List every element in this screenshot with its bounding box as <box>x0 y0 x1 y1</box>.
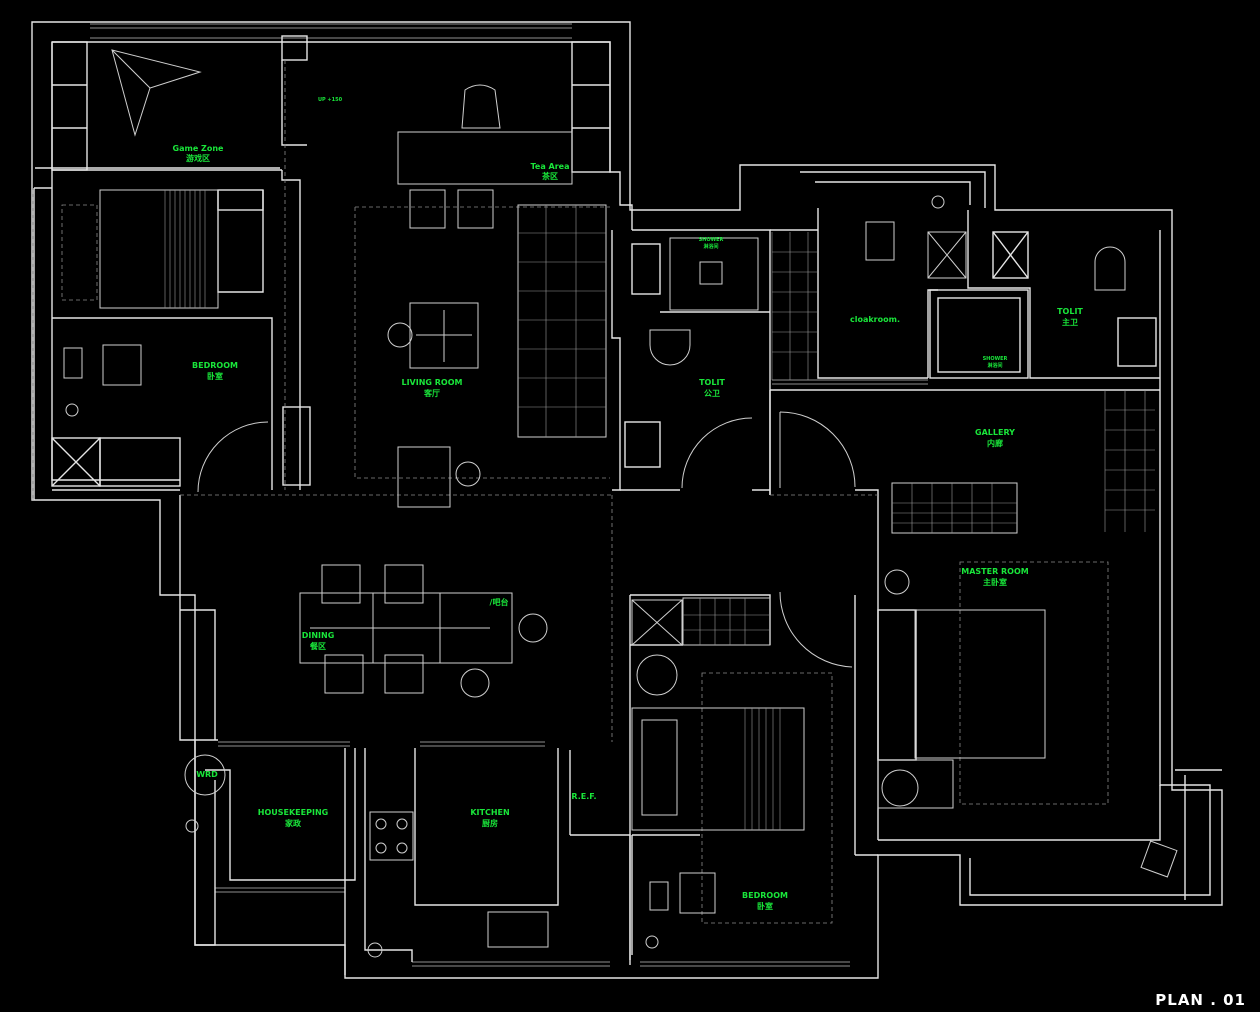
label-dining: DINING <box>302 631 335 640</box>
label-wrd: WRD <box>196 770 218 779</box>
plan-title: PLAN . 01 <box>1155 991 1246 1009</box>
label-gallery-cn: 内廊 <box>987 438 1003 448</box>
room-labels: Game Zone 游戏区 Tea Area 茶区 UP +150 LIVING… <box>173 97 1084 911</box>
label-toilet-master: TOLIT <box>1057 307 1083 316</box>
label-bedroom-s: BEDROOM <box>742 891 788 900</box>
label-bedroom-nw-cn: 卧室 <box>207 371 223 381</box>
furniture <box>63 49 1178 958</box>
label-up: UP +150 <box>318 97 343 103</box>
label-bedroom-s-cn: 卧室 <box>757 901 773 911</box>
label-shower-guest-cn: 淋浴间 <box>703 243 718 250</box>
label-shower-master: SHOWER <box>983 356 1008 362</box>
label-tea-area: Tea Area <box>531 162 570 171</box>
label-game-zone: Game Zone <box>173 144 225 153</box>
label-bedroom-nw: BEDROOM <box>192 361 238 370</box>
label-ref: R.E.F. <box>571 792 596 801</box>
label-game-zone-cn: 游戏区 <box>186 153 210 163</box>
label-master-room: MASTER ROOM <box>961 567 1029 576</box>
label-toilet-master-cn: 主卫 <box>1062 317 1078 327</box>
label-gallery: GALLERY <box>975 428 1015 437</box>
internal-walls <box>51 35 1161 975</box>
label-bar: /吧台 <box>490 597 509 607</box>
label-living-room: LIVING ROOM <box>401 378 462 387</box>
label-dining-cn: 餐区 <box>309 641 326 651</box>
label-toilet-guest: TOLIT <box>699 378 725 387</box>
label-master-room-cn: 主卧室 <box>983 577 1007 587</box>
label-cloakroom: cloakroom. <box>850 315 900 324</box>
door-swings <box>197 411 856 668</box>
label-housekeeping-cn: 家政 <box>285 818 301 828</box>
label-tea-area-cn: 茶区 <box>541 171 558 181</box>
label-kitchen: KITCHEN <box>470 808 509 817</box>
label-housekeeping: HOUSEKEEPING <box>258 808 328 817</box>
label-shower-guest: SHOWER <box>699 237 724 243</box>
dashed-guides <box>32 60 1109 924</box>
label-toilet-guest-cn: 公卫 <box>704 389 720 398</box>
label-living-room-cn: 客厅 <box>423 388 440 398</box>
label-shower-master-cn: 淋浴间 <box>987 362 1002 369</box>
label-kitchen-cn: 厨房 <box>482 818 498 828</box>
windows <box>90 23 928 967</box>
